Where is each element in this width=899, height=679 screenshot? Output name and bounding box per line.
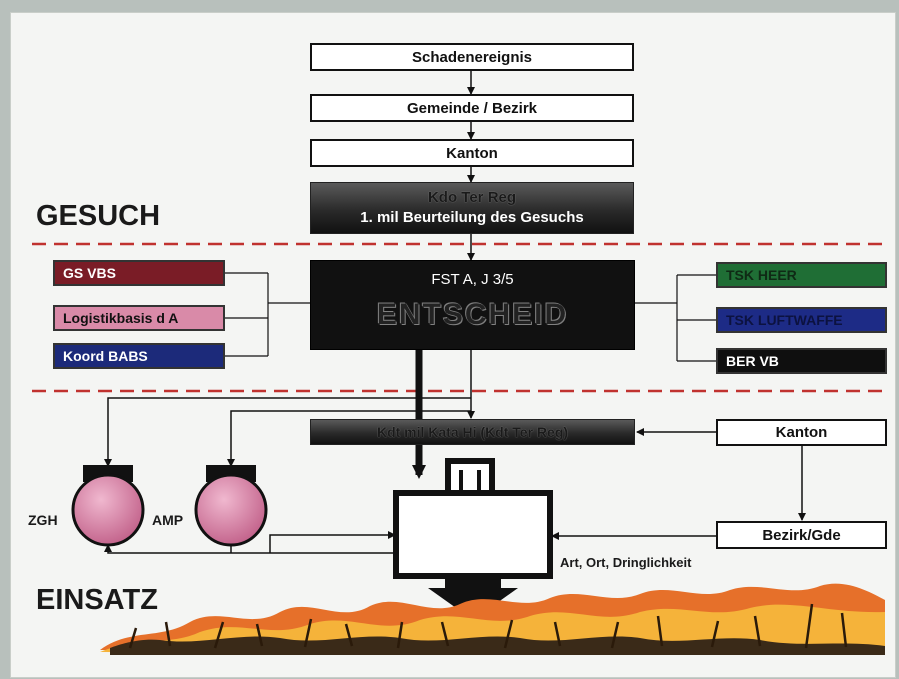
box-kdo-ter-reg: Kdo Ter Reg 1. mil Beurteilung des Gesuc… <box>310 182 634 234</box>
box-koord-babs: Koord BABS <box>53 343 225 369</box>
zgh-circle <box>71 473 145 547</box>
einsatz-box <box>393 490 553 579</box>
feedback-zgh <box>104 544 395 554</box>
box-logistikbasis: Logistikbasis d A <box>53 305 225 331</box>
label-amp: AMP <box>152 512 184 528</box>
feedback-amp <box>269 531 396 553</box>
arrow-to-zgh <box>104 397 471 467</box>
arrow-to-amp <box>227 410 471 467</box>
box-tsk-heer: TSK HEER <box>716 262 887 288</box>
section-title-einsatz: EINSATZ <box>36 584 158 616</box>
box-entscheid: FST A, J 3/5 ENTSCHEID <box>310 260 635 350</box>
section-title-gesuch: GESUCH <box>36 200 161 232</box>
einsatz-down-arrow <box>428 576 518 620</box>
entscheid-label: ENTSCHEID <box>376 298 569 331</box>
box-kanton-top: Kanton <box>310 139 634 167</box>
kdo-subtitle: 1. mil Beurteilung des Gesuchs <box>360 209 584 226</box>
label-art-ort: Art, Ort, Dringlichkeit <box>560 555 692 570</box>
box-gemeinde-bezirk: Gemeinde / Bezirk <box>310 94 634 122</box>
box-schadenereignis: Schadenereignis <box>310 43 634 71</box>
amp-circle <box>194 473 268 547</box>
box-ber-vb: BER VB <box>716 348 887 374</box>
einsatz-handle <box>445 458 495 496</box>
box-tsk-luftwaffe: TSK LUFTWAFFE <box>716 307 887 333</box>
box-bezirk-gde: Bezirk/Gde <box>716 521 887 549</box>
kdo-title: Kdo Ter Reg <box>427 189 517 206</box>
fire-illustration <box>100 583 885 655</box>
box-kanton-right: Kanton <box>716 419 887 446</box>
fst-label: FST A, J 3/5 <box>431 271 514 288</box>
box-kdt-mil-kata: Kdt mil Kata Hi (Kdt Ter Reg) <box>310 419 635 445</box>
box-gs-vbs: GS VBS <box>53 260 225 286</box>
label-zgh: ZGH <box>28 512 58 528</box>
